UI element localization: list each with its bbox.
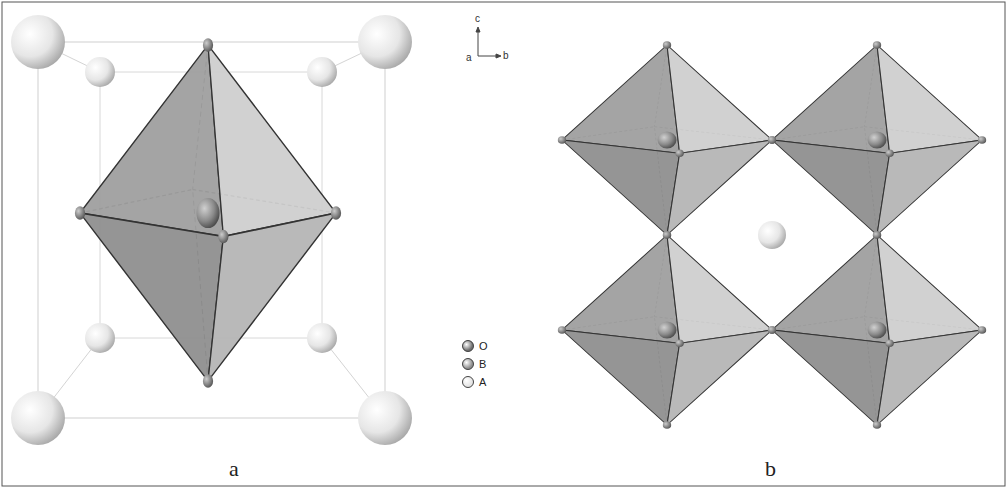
axis-triad [476, 27, 501, 58]
legend-swatch [462, 340, 474, 352]
panel-label: a [229, 458, 239, 480]
unit-cell [11, 15, 412, 445]
legend-swatch [462, 358, 474, 370]
legend-text: A [479, 377, 486, 388]
legend-row: B [462, 358, 486, 370]
octahedra-network [558, 41, 986, 429]
legend-swatch [462, 376, 474, 388]
legend-row: O [462, 340, 488, 352]
axis-label: a [466, 53, 472, 63]
panel-label: b [765, 458, 776, 480]
axis-label: b [503, 51, 509, 61]
legend-row: A [462, 376, 486, 388]
axis-label: c [475, 14, 480, 24]
legend-text: B [479, 359, 486, 370]
legend-text: O [479, 341, 488, 352]
